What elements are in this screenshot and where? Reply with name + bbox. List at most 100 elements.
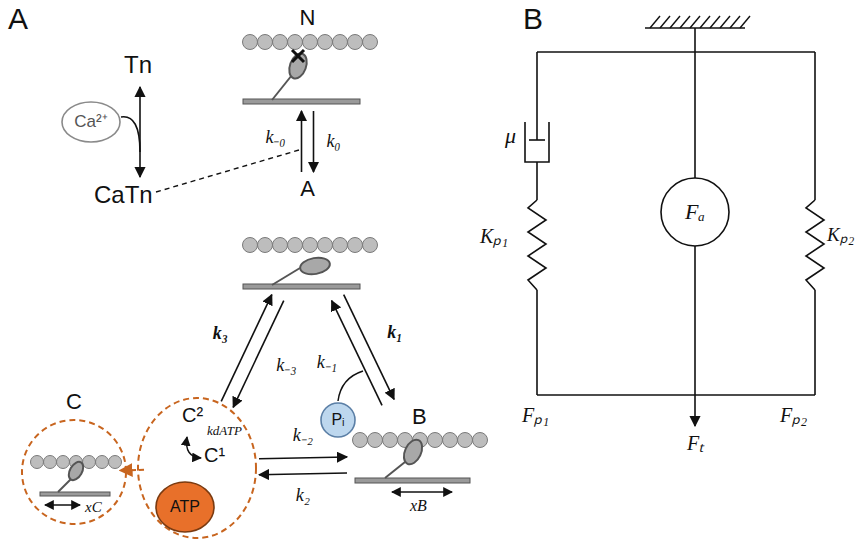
atp-circle: ATP — [156, 482, 214, 532]
myosin-head — [272, 75, 292, 100]
node-text: N — [300, 6, 316, 30]
rate-constant: k₀ — [326, 132, 340, 152]
rate-arrow — [221, 295, 272, 402]
mechanical-circuit — [536, 290, 538, 395]
node-outline — [62, 102, 120, 142]
mechanical-circuit — [529, 139, 545, 141]
node-outline — [22, 420, 126, 524]
actin-filament — [243, 35, 258, 50]
mechanical-circuit — [694, 28, 696, 52]
actin-filament — [57, 456, 70, 469]
ground-symbol — [660, 16, 670, 28]
mechanical-circuit — [525, 122, 549, 162]
node-outline — [22, 420, 126, 524]
myosin-head — [58, 51, 426, 492]
node-text: Ca²⁺ — [74, 113, 107, 132]
mechanical-circuit — [537, 51, 815, 53]
phosphate-circle: Pᵢ — [321, 403, 355, 437]
actin-filament — [363, 238, 378, 253]
rate-arrow — [233, 301, 284, 408]
blocked-mark — [292, 50, 304, 62]
actin-filament — [243, 238, 258, 253]
calcium-circle: Ca²⁺ — [62, 102, 120, 142]
actin-filament — [348, 238, 363, 253]
actin-filament — [96, 456, 109, 469]
displacement-arrow — [392, 491, 452, 492]
troponin-arrows — [139, 87, 141, 177]
blocked-mark — [292, 50, 304, 62]
actin-filament — [333, 238, 348, 253]
node-text: Pᵢ — [331, 411, 344, 429]
state-group: N — [240, 4, 375, 108]
ground-symbol — [650, 16, 660, 28]
thick-filament — [40, 492, 110, 496]
blocked-mark — [292, 50, 304, 62]
ground-symbol — [670, 16, 680, 28]
dashed-state-circle: C²C¹ATP — [138, 398, 256, 538]
ground-symbol — [720, 16, 730, 28]
rate-constant: k₂ — [296, 486, 310, 506]
ground-symbol — [710, 16, 720, 28]
node-outline — [156, 482, 214, 532]
rate-arrow — [301, 111, 303, 172]
node-text: C² — [182, 404, 203, 426]
rate-constant: k₋₃ — [276, 356, 296, 376]
actin-filament — [348, 35, 363, 50]
rate-constant: k₋₂ — [293, 426, 313, 446]
actin-filament — [258, 35, 273, 50]
mechanical-circuit — [525, 28, 824, 426]
actin-filament — [44, 456, 57, 469]
actin-filament — [243, 238, 378, 253]
actin-filament — [333, 35, 348, 50]
ground-symbol — [690, 16, 700, 28]
troponin-arrows — [121, 87, 140, 177]
spring-label: Kₚ₁ — [480, 225, 508, 247]
damping-label: μ — [505, 124, 516, 148]
actin-filament — [473, 433, 488, 448]
thick-filament — [40, 99, 470, 496]
actin-filament — [383, 433, 398, 448]
rate-arrow — [344, 295, 394, 400]
thick-filament — [355, 478, 470, 483]
actin-filament — [31, 456, 44, 469]
ground-symbol — [730, 16, 740, 28]
mechanical-circuit — [806, 200, 824, 290]
displacement-arrow — [45, 492, 452, 505]
force-label: Fₚ₂ — [780, 404, 807, 426]
mechanical-circuit — [814, 290, 816, 395]
node-text: B — [412, 405, 427, 429]
thick-filament — [243, 99, 360, 104]
myosin-head — [299, 256, 331, 277]
mechanical-circuit — [694, 52, 696, 178]
myosin-head — [400, 437, 425, 467]
actin-filament — [273, 35, 288, 50]
actin-filament — [273, 238, 288, 253]
actin-filament — [83, 456, 96, 469]
mechanical-circuit — [694, 246, 696, 395]
actin-filament — [353, 433, 368, 448]
actin-filament — [303, 35, 318, 50]
rate-constant: k₃ — [213, 324, 228, 344]
ground-symbol — [645, 16, 750, 28]
displacement-label: xB — [410, 497, 427, 515]
displacement-arrow — [45, 504, 80, 505]
activation-dashed-line — [156, 150, 299, 192]
node-outline — [321, 403, 355, 437]
node-outline — [138, 398, 256, 538]
actin-filament — [303, 238, 318, 253]
actin-filament — [243, 35, 378, 50]
rate-arrow — [313, 111, 315, 172]
force-label: Fₜ — [687, 432, 704, 454]
rate-arrow — [332, 301, 382, 406]
node-text: A — [300, 177, 315, 201]
mechanical-circuit — [814, 52, 816, 200]
panel-letter: A — [8, 2, 28, 35]
actin-filament — [288, 35, 303, 50]
displacement-label: xC — [85, 499, 102, 516]
rate-arrow — [120, 469, 144, 472]
node-outline — [661, 178, 729, 246]
troponin-arrows — [121, 117, 140, 152]
